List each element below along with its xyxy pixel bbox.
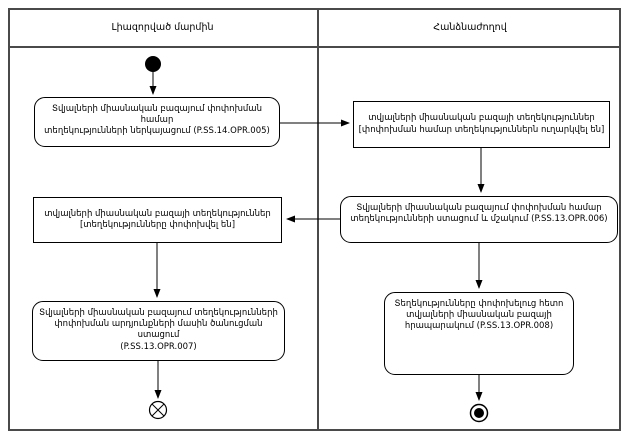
- action-label: Տվյալների միասնական բազայում տեղեկությու…: [39, 308, 278, 352]
- action-label: Տեղեկությունները փոփոխելուց հետո տվյալնե…: [394, 299, 564, 332]
- object-info-changed: տվյալների միասնական բազայի տեղեկությունն…: [33, 197, 282, 243]
- lane-divider: [317, 8, 319, 431]
- object-info-sent-for-change: տվյալների միասնական բազայի տեղեկությունն…: [353, 101, 610, 148]
- object-label: տվյալների միասնական բազայի տեղեկությունն…: [44, 208, 271, 230]
- lane-title-text: Լիազորված մարմին: [111, 21, 214, 33]
- lane-header-divider: [8, 46, 621, 48]
- object-label: տվյալների միասնական բազայի տեղեկությունն…: [358, 113, 605, 135]
- action-label: Տվյալների միասնական բազայում փոփոխման հա…: [44, 104, 270, 137]
- lane-title-authorized-body: Լիազորված մարմին: [8, 8, 317, 46]
- lane-title-commission: Հանձնաժողով: [319, 8, 621, 46]
- action-submit-change-info: Տվյալների միասնական բազայում փոփոխման հա…: [34, 97, 280, 147]
- lane-title-text: Հանձնաժողով: [433, 21, 507, 33]
- action-receive-change-result-notification: Տվյալների միասնական բազայում տեղեկությու…: [32, 301, 285, 361]
- action-publish-database-after-change: Տեղեկությունները փոփոխելուց հետո տվյալնե…: [384, 292, 574, 375]
- action-receive-process-change-info: Տվյալների միասնական բազայում փոփոխման հա…: [340, 196, 618, 243]
- action-label: Տվյալների միասնական բազայում փոփոխման հա…: [350, 203, 608, 225]
